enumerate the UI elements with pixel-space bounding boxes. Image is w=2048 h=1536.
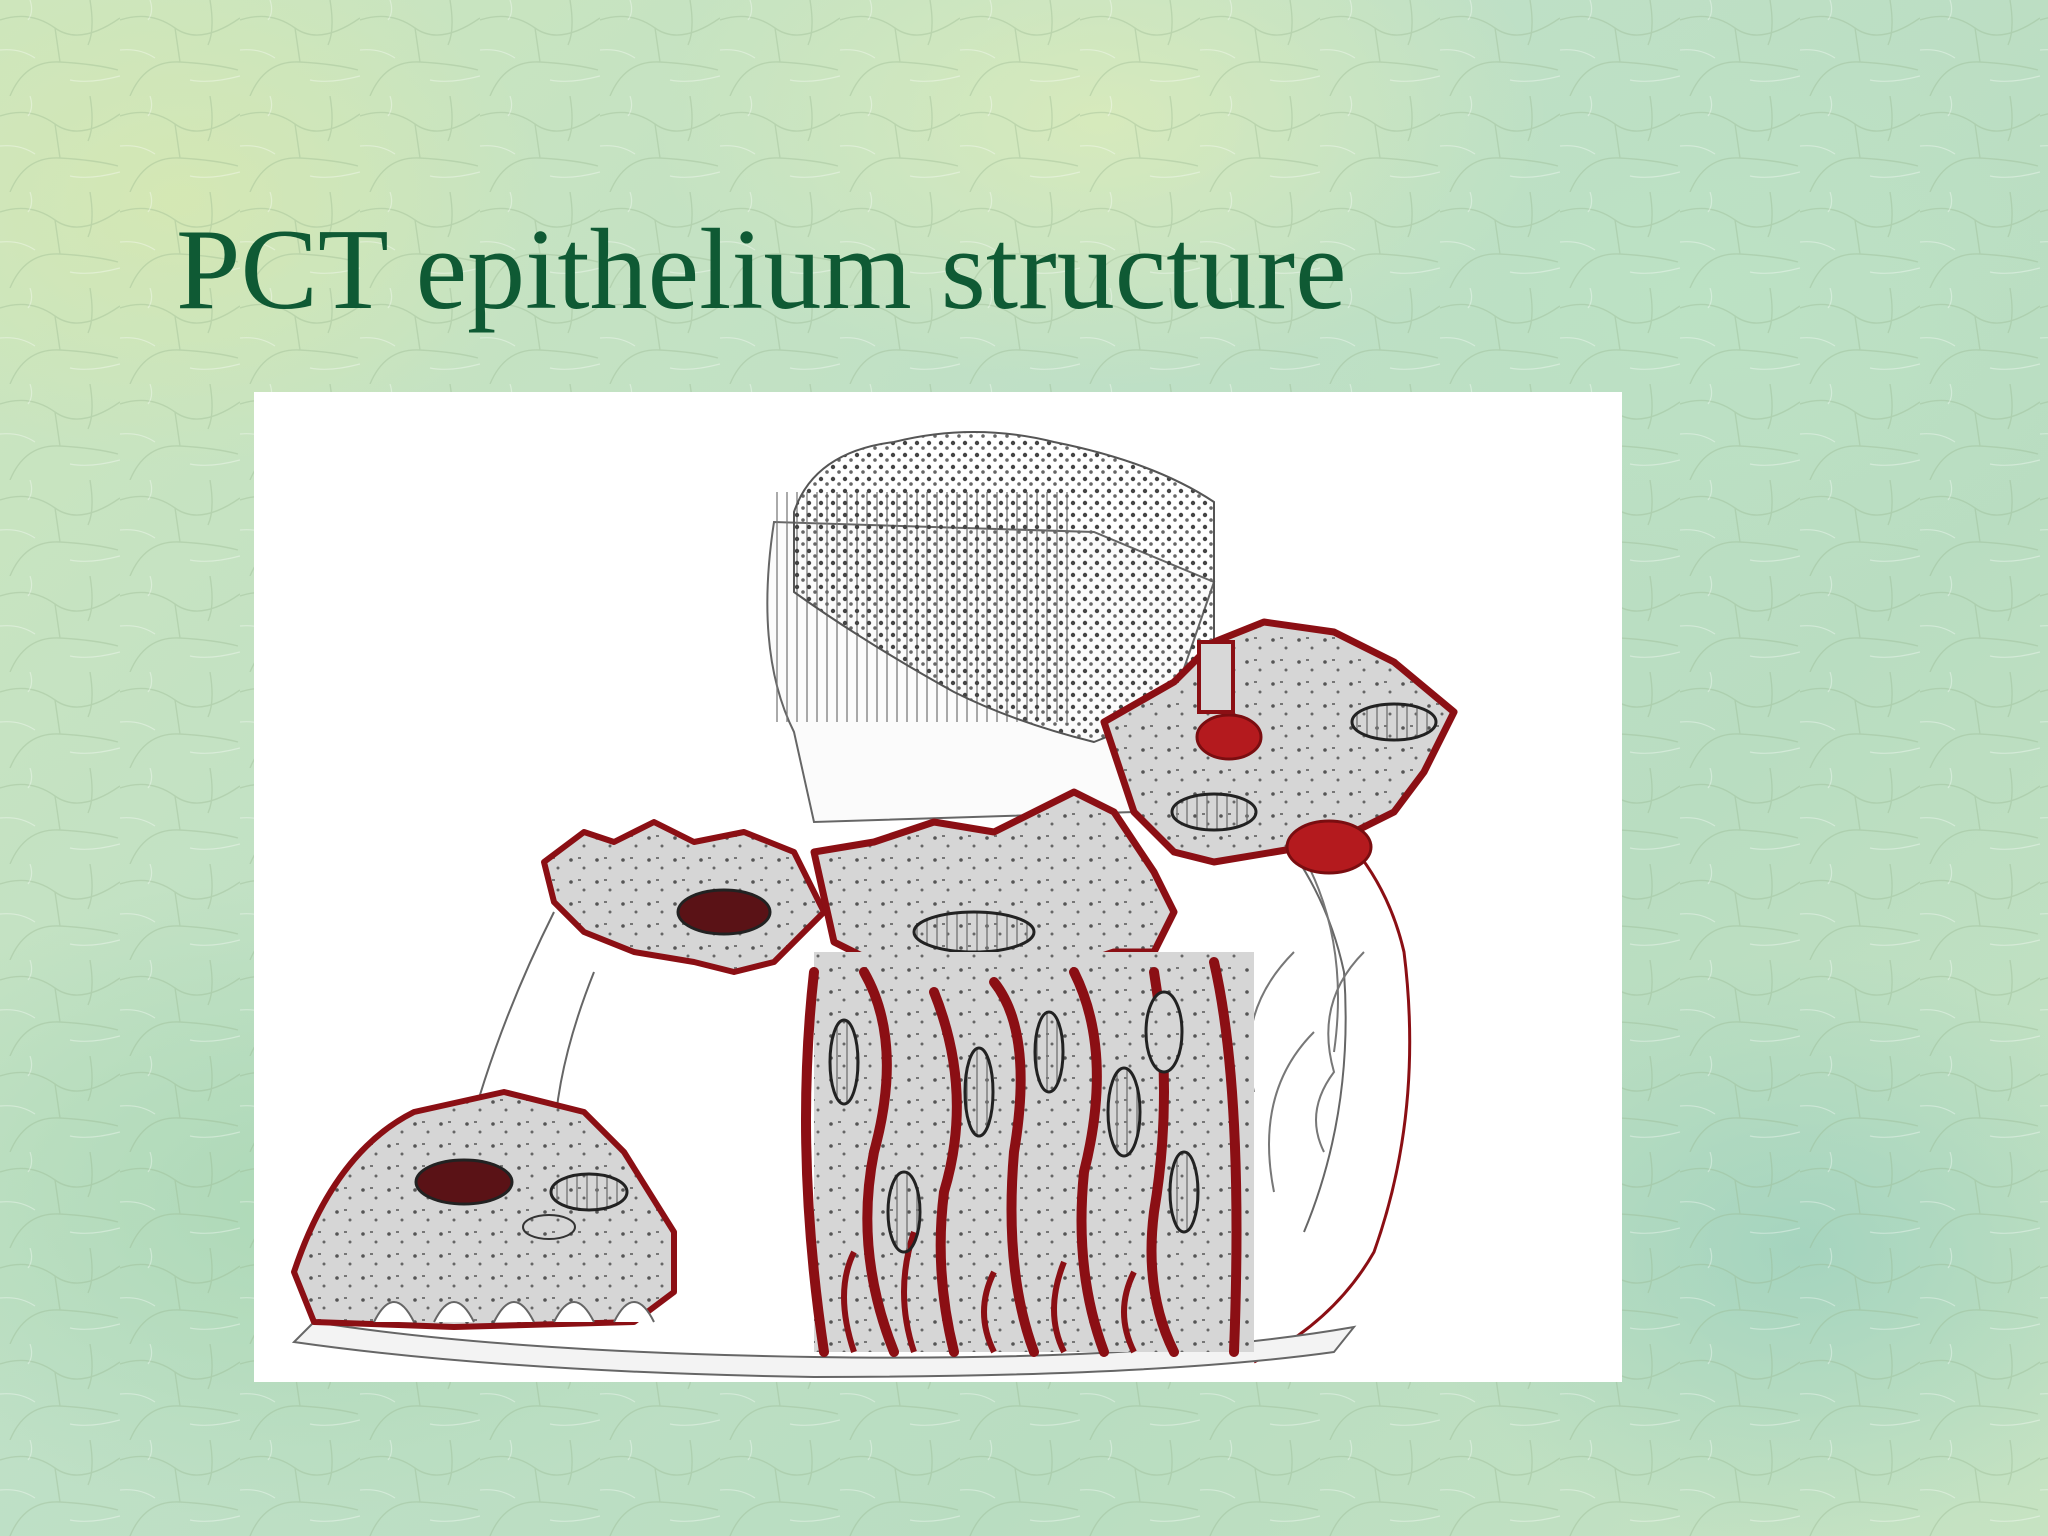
epithelial-cell-illustration-icon [291,431,1458,1379]
pct-epithelium-figure [254,392,1622,1382]
slide-title: PCT epithelium structure [176,206,1347,334]
